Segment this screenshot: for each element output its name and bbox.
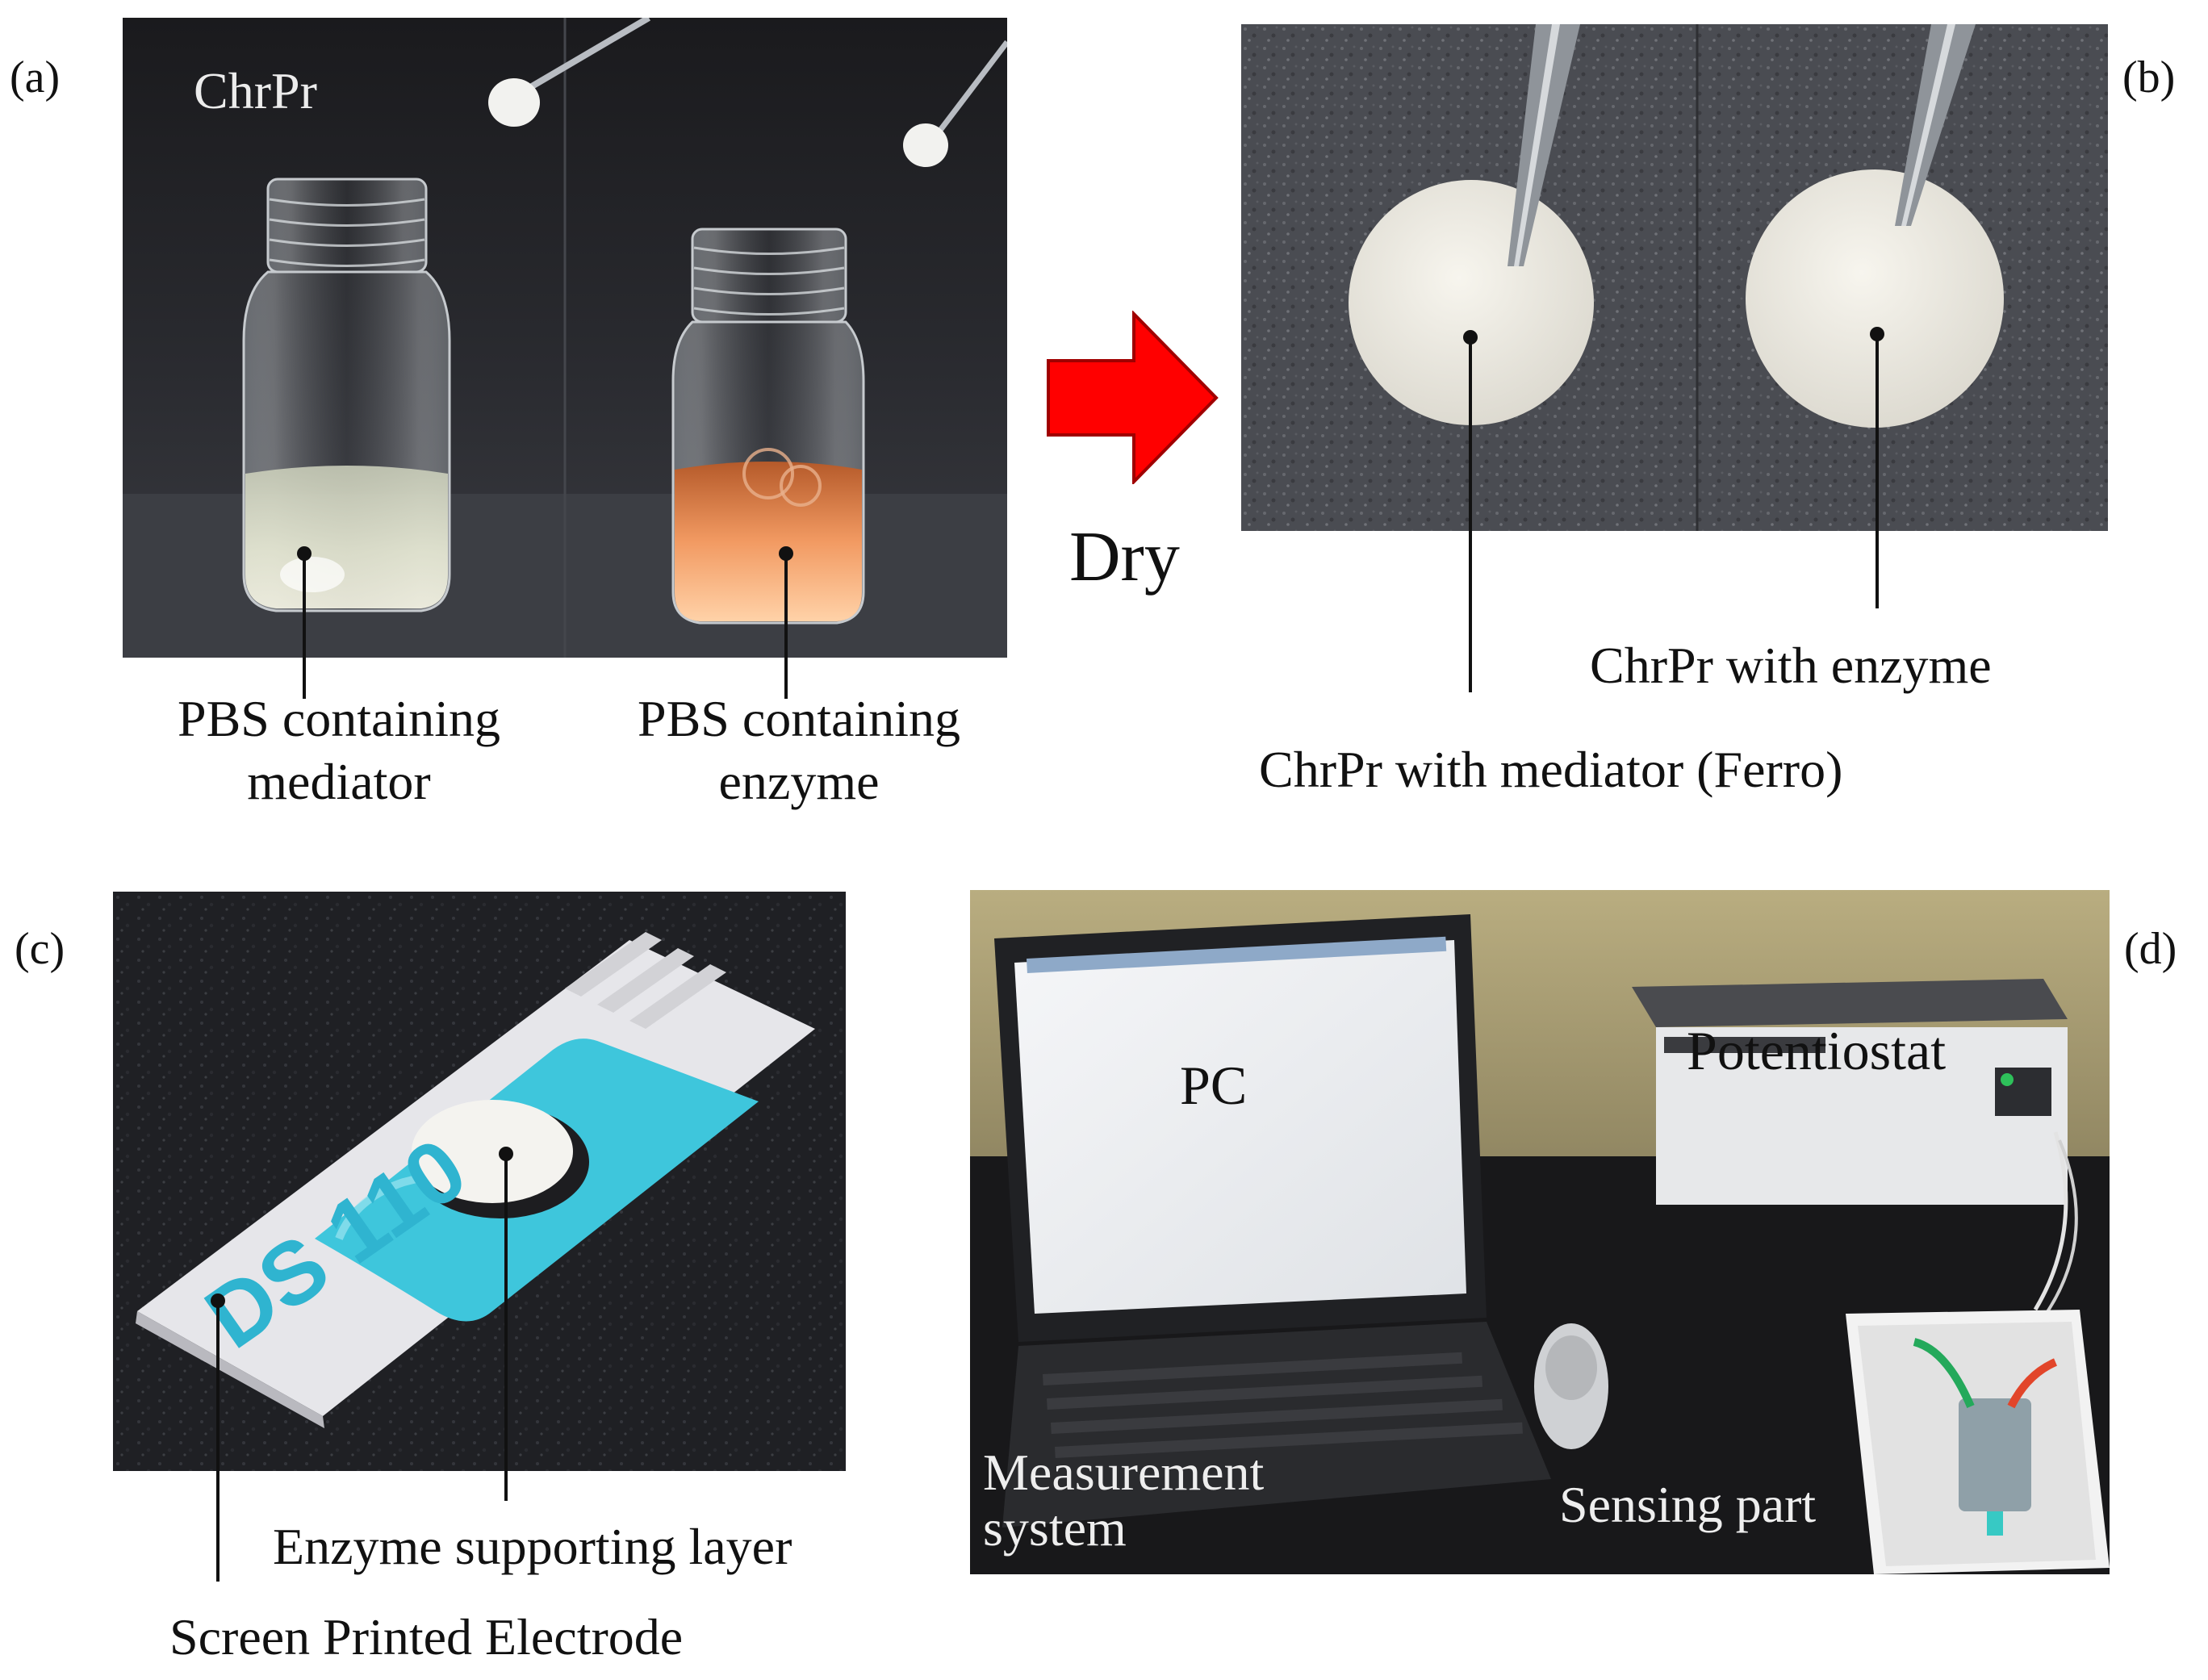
photo-electrode: DS 110 <box>113 892 846 1471</box>
leader-dot-enzyme <box>779 546 793 561</box>
leader-dot-spe <box>211 1293 225 1308</box>
leader-line-esl <box>504 1154 508 1501</box>
caption-pbs-enzyme: PBS containing enzyme <box>637 690 961 811</box>
dry-label: Dry <box>1069 518 1180 596</box>
caption-chrpr-enzyme: ChrPr with enzyme <box>1590 637 1992 694</box>
label-pc: PC <box>1180 1055 1248 1116</box>
caption-screen-printed-electrode: Screen Printed Electrode <box>169 1608 684 1665</box>
leader-line-chrpr-enzyme <box>1876 334 1879 608</box>
leader-line-ferro <box>1469 337 1472 692</box>
panel-label-a: (a) <box>10 52 61 102</box>
chrpr-label: ChrPr <box>194 62 317 119</box>
photo-dried-chrpr <box>1241 24 2108 531</box>
label-measurement-system: Measurement system <box>983 1444 1265 1557</box>
photo-measurement-system <box>970 890 2110 1574</box>
label-potentiostat: Potentiostat <box>1687 1020 1947 1081</box>
leader-dot-mediator <box>297 546 312 561</box>
panel-label-c: (c) <box>15 924 65 974</box>
caption-pbs-mediator: PBS containing mediator <box>177 690 501 811</box>
panel-label-b: (b) <box>2122 52 2176 102</box>
leader-dot-ferro <box>1463 330 1478 345</box>
dry-arrow <box>1045 311 1219 484</box>
leader-line-spe <box>216 1301 220 1582</box>
photo-vials <box>123 18 1007 658</box>
leader-dot-chrpr-enzyme <box>1870 327 1884 341</box>
panel-label-d: (d) <box>2124 924 2177 974</box>
label-sensing-part: Sensing part <box>1559 1476 1817 1533</box>
leader-line-mediator <box>303 554 306 699</box>
leader-dot-esl <box>499 1147 513 1161</box>
caption-chrpr-mediator: ChrPr with mediator (Ferro) <box>1259 741 1843 798</box>
leader-line-enzyme <box>784 554 788 699</box>
caption-enzyme-supporting-layer: Enzyme supporting layer <box>273 1518 792 1575</box>
